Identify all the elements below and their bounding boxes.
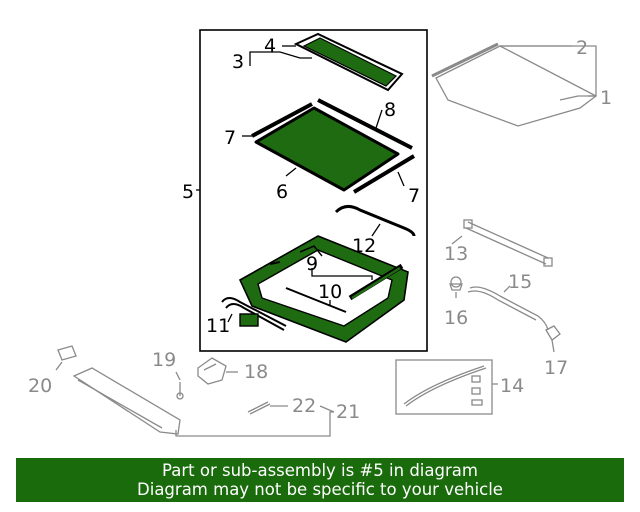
- leader-lines-assembly: [196, 45, 405, 323]
- part-7-seal-left: [251, 102, 313, 138]
- part-11-drain-hose: [221, 297, 287, 331]
- part-20-21-rear-trim: [55, 345, 335, 437]
- callout-21: 21: [336, 401, 360, 423]
- callout-11: 11: [206, 315, 230, 337]
- callout-1: 1: [600, 87, 612, 109]
- callout-22: 22: [292, 395, 316, 417]
- banner-line-2: Diagram may not be specific to your vehi…: [137, 480, 503, 499]
- leader-lines-outer: [500, 45, 596, 101]
- callout-3: 3: [232, 51, 244, 73]
- part-13-rail: [451, 219, 553, 267]
- callout-20: 20: [28, 375, 52, 397]
- callout-6: 6: [276, 181, 288, 203]
- part-7-seal-right: [352, 154, 416, 194]
- part-frame-assembly: [238, 235, 409, 343]
- callout-14: 14: [500, 375, 524, 397]
- part-3-4-wind-deflector: [293, 32, 404, 92]
- part-6-glass-panel: [254, 106, 400, 192]
- callout-10: 10: [318, 281, 342, 303]
- callout-4: 4: [264, 35, 276, 57]
- callout-5: 5: [182, 181, 194, 203]
- callout-2: 2: [576, 37, 588, 59]
- callout-19: 19: [152, 349, 176, 371]
- callout-15: 15: [508, 271, 532, 293]
- callout-13: 13: [444, 243, 468, 265]
- part-8-seal-top: [317, 98, 413, 150]
- diagram-notice-banner: Part or sub-assembly is #5 in diagram Di…: [16, 458, 624, 502]
- callout-18: 18: [244, 361, 268, 383]
- banner-line-1: Part or sub-assembly is #5 in diagram: [162, 461, 478, 480]
- callout-17: 17: [544, 357, 568, 379]
- callout-8: 8: [384, 99, 396, 121]
- part-1-2-roof-panel: [431, 42, 598, 127]
- callout-12: 12: [352, 235, 376, 257]
- part-12-rail: [334, 205, 416, 237]
- callout-16: 16: [444, 307, 468, 329]
- part-14-kit: [395, 359, 498, 415]
- part-15-cable: [449, 276, 561, 353]
- callout-7-right: 7: [408, 185, 420, 207]
- part-19-screw: [175, 371, 184, 400]
- callout-7-left: 7: [224, 127, 236, 149]
- callout-9: 9: [306, 253, 318, 275]
- part-18-bracket: [197, 357, 238, 385]
